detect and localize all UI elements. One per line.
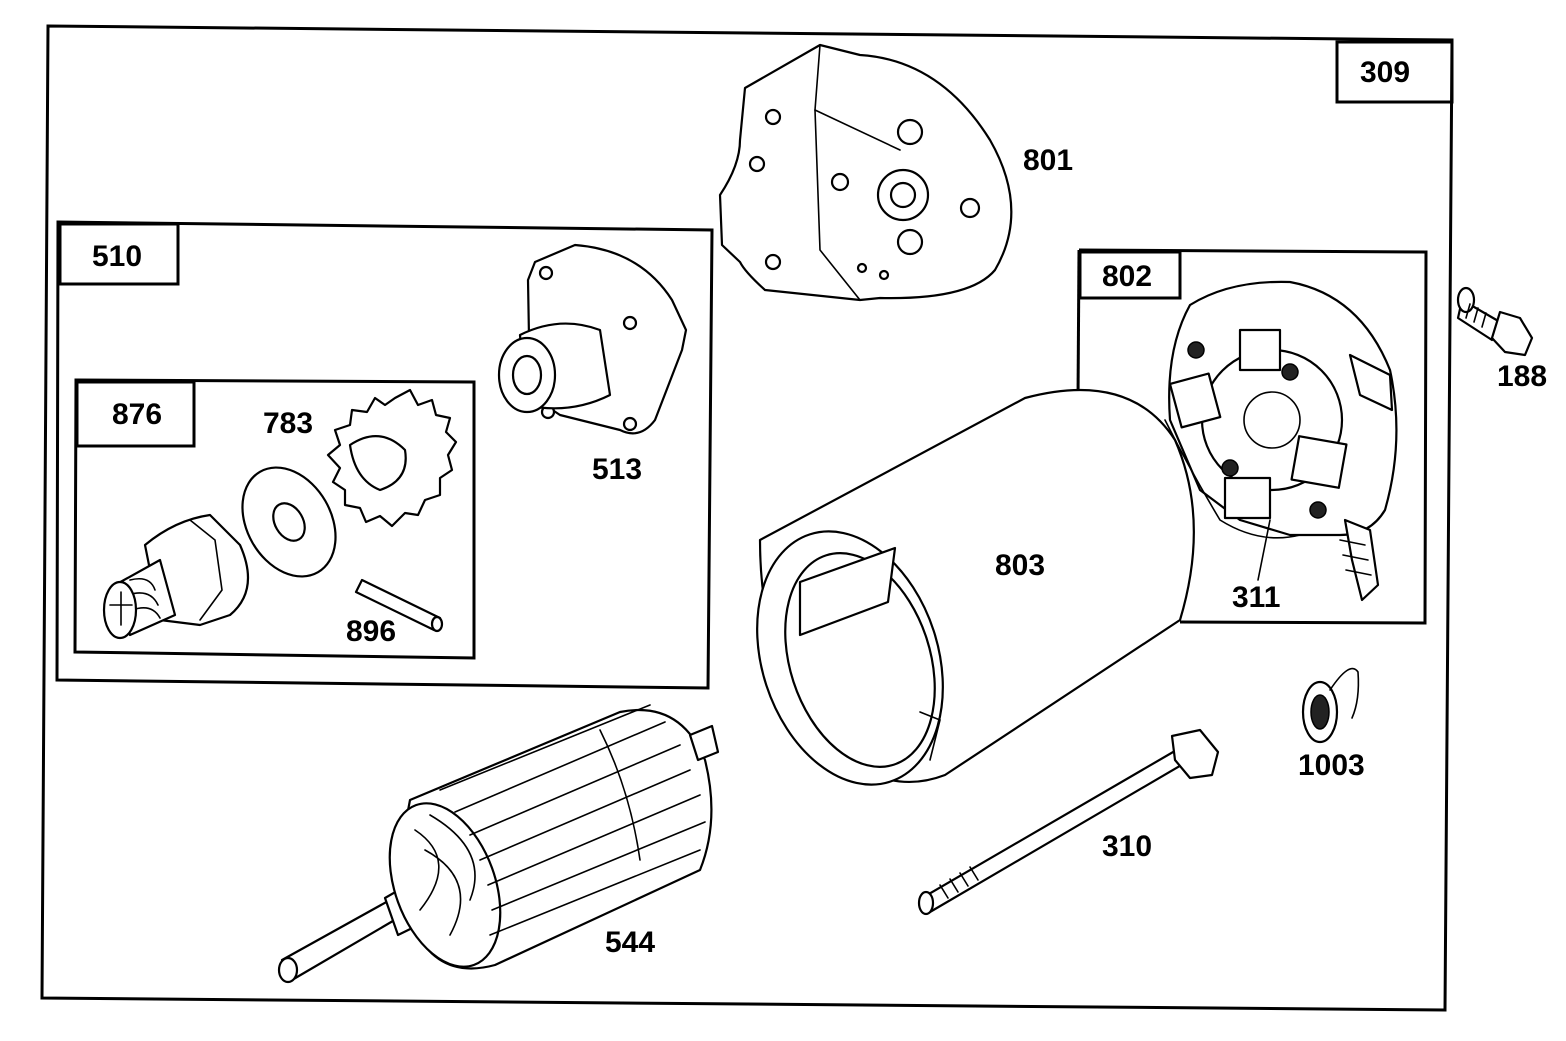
- drive-clutch-spring: [102, 513, 250, 640]
- pinion-gear: [326, 388, 458, 528]
- label-876: 876: [112, 398, 162, 431]
- label-310: 310: [1102, 830, 1152, 863]
- drive-assembly-box: 510: [55, 220, 714, 690]
- label-783: 783: [263, 407, 313, 440]
- label-309: 309: [1360, 56, 1410, 89]
- armature: [277, 704, 720, 984]
- label-188: 188: [1497, 360, 1547, 393]
- label-801: 801: [1023, 144, 1073, 177]
- drive-kit-box: 876: [73, 378, 476, 660]
- label-510: 510: [92, 240, 142, 273]
- label-1003: 1003: [1298, 749, 1365, 782]
- leader-311: [1257, 519, 1271, 581]
- drive-housing: [497, 243, 688, 435]
- assembly-tag-309: 309: [1335, 40, 1454, 104]
- main-frame: [40, 24, 1454, 1012]
- label-544: 544: [605, 926, 655, 959]
- through-bolt: [917, 728, 1220, 916]
- retaining-clip: [1301, 667, 1360, 744]
- mounting-bolt: [1456, 286, 1534, 357]
- label-803: 803: [995, 549, 1045, 582]
- label-896: 896: [346, 615, 396, 648]
- motor-field-frame: [756, 388, 1195, 786]
- end-plate-bracket: [718, 43, 1013, 302]
- label-311: 311: [1232, 581, 1280, 614]
- brush-assembly-box: 802: [1076, 248, 1428, 625]
- label-802: 802: [1102, 260, 1152, 293]
- label-513: 513: [592, 453, 642, 486]
- drive-pin: [354, 578, 444, 633]
- brush-plate-assembly: [1164, 280, 1398, 602]
- thrust-washer: [241, 466, 337, 578]
